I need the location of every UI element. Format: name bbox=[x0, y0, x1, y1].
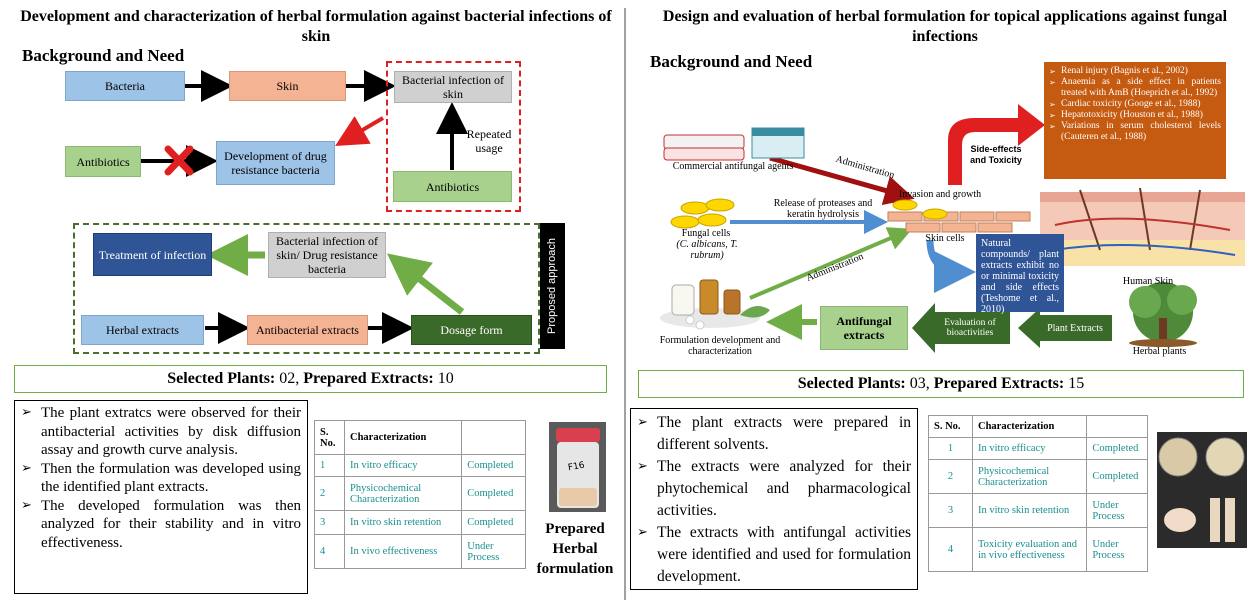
human-skin-icon bbox=[1040, 187, 1245, 266]
side-effects-list: Renal injury (Bagnis et al., 2002) Anaem… bbox=[1044, 62, 1226, 179]
arrow-administration-top bbox=[769, 155, 915, 206]
herbal-jar-icon bbox=[549, 422, 606, 512]
right-bullet-list: The plant extracts were prepared in diff… bbox=[630, 408, 918, 590]
fungal-cells-icon bbox=[670, 198, 735, 229]
box-drug-resistance: Development of drug resistance bacteria bbox=[216, 141, 335, 185]
right-title: Design and evaluation of herbal formulat… bbox=[662, 8, 1228, 45]
right-bullet-3: The extracts with antifungal activities … bbox=[637, 522, 911, 588]
right-banner-label-extracts: Prepared Extracts: bbox=[933, 375, 1065, 392]
right-background-heading: Background and Need bbox=[650, 52, 813, 71]
side-effect-item: Renal injury (Bagnis et al., 2002) bbox=[1049, 66, 1221, 77]
label-fungal-species: (C. albicans, T. rubrum) bbox=[676, 239, 738, 261]
th-sno: S. No. bbox=[928, 415, 973, 438]
left-bullet-2: Then the formulation was developed using… bbox=[21, 460, 301, 497]
side-effects-arrow-icon bbox=[948, 104, 1045, 185]
label-fungal-cells: Fungal cells bbox=[681, 228, 731, 239]
evaluation-arrow bbox=[912, 303, 1010, 353]
th-sno: S. No. bbox=[314, 420, 345, 455]
herbal-plants-icon bbox=[1129, 282, 1197, 347]
left-banner-extracts-value: 10 bbox=[433, 370, 454, 387]
label-plant-extracts: Plant Extracts bbox=[1047, 323, 1103, 334]
prepared-formulation-label: Prepared Herbal formulation bbox=[536, 521, 614, 577]
box-bacteria: Bacteria bbox=[65, 71, 185, 101]
invading-fungi-icon bbox=[892, 199, 948, 220]
table-header-row: S. No. Characterization bbox=[928, 415, 1148, 438]
arrow-dosage-up bbox=[386, 253, 465, 315]
red-dashed-group bbox=[386, 61, 521, 212]
label-skin-cells: Skin cells bbox=[925, 233, 965, 244]
left-plants-banner: Selected Plants: 02, Prepared Extracts: … bbox=[14, 365, 607, 393]
left-banner-label-plants: Selected Plants: bbox=[167, 370, 276, 387]
box-herbal-extracts: Herbal extracts bbox=[81, 315, 204, 345]
side-effect-item: Anaemia as a side effect in patients tre… bbox=[1049, 77, 1221, 99]
petri-dish-photo bbox=[1157, 432, 1247, 548]
right-bullet-1: The plant extracts were prepared in diff… bbox=[637, 412, 911, 456]
side-effect-item: Hepatotoxicity (Houston et al., 1988) bbox=[1049, 110, 1221, 121]
left-bullet-1: The plant extratcs were observed for the… bbox=[21, 404, 301, 460]
box-antifungal-extracts: Antifungal extracts bbox=[820, 306, 908, 350]
box-treatment: Treatment of infection bbox=[93, 233, 212, 276]
formulation-products-icon bbox=[660, 279, 770, 330]
side-effect-item: Cardiac toxicity (Googe et al., 1988) bbox=[1049, 99, 1221, 110]
left-background-heading: Background and Need bbox=[22, 46, 185, 65]
proposed-approach-label: Proposed approach bbox=[546, 237, 558, 335]
box-bacterial-infection: Bacterial infection of skin bbox=[394, 71, 512, 103]
skin-cells-icon bbox=[887, 211, 1031, 233]
right-banner-label-plants: Selected Plants: bbox=[797, 375, 906, 392]
th-characterization: Characterization bbox=[971, 415, 1088, 438]
label-human-skin: Human Skin bbox=[1122, 276, 1174, 287]
natural-compounds-note: Natural compounds/ plant extracts exhibi… bbox=[976, 234, 1064, 315]
label-commercial: Commercial antifungal agents bbox=[672, 161, 794, 172]
antifungal-tubes-icon bbox=[663, 127, 805, 161]
label-repeated-usage: Repeated usage bbox=[466, 127, 512, 155]
box-antibacterial-extracts: Antibacterial extracts bbox=[247, 315, 368, 345]
right-banner-extracts-value: 15 bbox=[1064, 375, 1085, 392]
proposed-approach-group bbox=[73, 223, 540, 354]
red-x-icon bbox=[164, 145, 194, 176]
label-herbal-plants: Herbal plants bbox=[1132, 346, 1187, 357]
side-effect-item: Variations in serum cholesterol levels (… bbox=[1049, 121, 1221, 143]
arrow-administration-bottom bbox=[749, 227, 913, 300]
label-formulation-dev: Formulation development and characteriza… bbox=[659, 335, 781, 357]
th-status bbox=[461, 420, 526, 455]
box-dosage-form: Dosage form bbox=[411, 315, 532, 345]
box-antibiotics-top: Antibiotics bbox=[65, 146, 141, 177]
label-evaluation: Evaluation of bioactivities bbox=[944, 318, 996, 338]
label-release: Release of proteases and keratin hydroly… bbox=[773, 198, 873, 220]
right-plants-banner: Selected Plants: 03, Prepared Extracts: … bbox=[638, 370, 1244, 398]
left-bullet-3: The developed formulation was then analy… bbox=[21, 497, 301, 553]
right-bullet-2: The extracts were analyzed for their phy… bbox=[637, 456, 911, 522]
table-header-row: S. No. Characterization bbox=[314, 420, 526, 455]
box-skin: Skin bbox=[229, 71, 346, 101]
label-side-effects: Side-effects and Toxicity bbox=[970, 144, 1022, 165]
label-invasion: Invasion and growth bbox=[898, 189, 982, 200]
th-characterization: Characterization bbox=[343, 420, 463, 455]
left-title: Development and characterization of herb… bbox=[20, 8, 612, 45]
left-banner-plants-value: 02, bbox=[275, 370, 304, 387]
arrow-red-to-resistance bbox=[335, 116, 385, 147]
left-bullet-list: The plant extratcs were observed for the… bbox=[14, 400, 308, 594]
box-antibiotics-right: Antibiotics bbox=[393, 171, 512, 202]
proposed-approach-tab: Proposed approach bbox=[540, 223, 565, 349]
left-banner-label-extracts: Prepared Extracts: bbox=[303, 370, 434, 387]
box-bacterial-drug: Bacterial infection of skin/ Drug resist… bbox=[268, 232, 386, 278]
plant-extracts-arrow bbox=[1018, 308, 1112, 348]
th-status bbox=[1086, 415, 1148, 438]
right-banner-plants-value: 03, bbox=[905, 375, 934, 392]
arrow-skin-to-note bbox=[926, 239, 976, 293]
